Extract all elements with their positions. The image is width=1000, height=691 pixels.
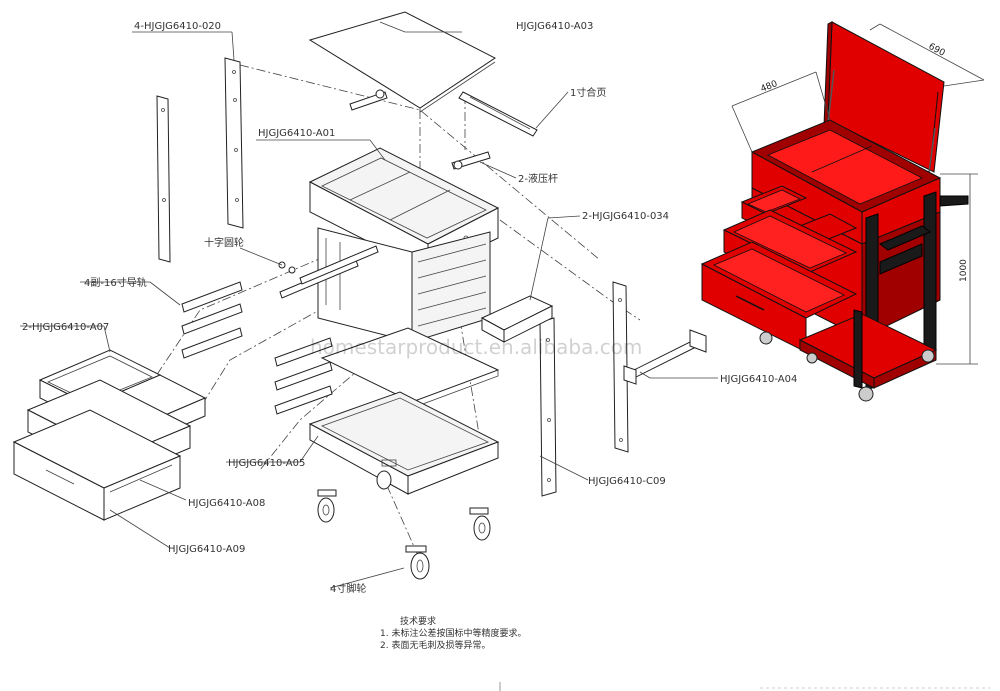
leader-lines <box>20 21 718 589</box>
bottom-tray <box>308 391 500 495</box>
label-shelf: HJGJG6410-C09 <box>588 476 666 487</box>
label-castor: 4寸脚轮 <box>330 582 366 595</box>
watermark: homestarproduct.en.alibaba.com <box>310 335 642 359</box>
left-upright-front <box>156 95 171 263</box>
hinge-strip <box>458 91 538 137</box>
label-bottom-tray: HJGJG6410-A05 <box>228 458 305 469</box>
side-tray <box>480 295 554 343</box>
bottom-marks <box>499 682 990 691</box>
castor-rear-right <box>469 507 491 541</box>
lid-panel <box>308 11 496 113</box>
dim-width: 690 <box>927 42 947 59</box>
castor-loose <box>405 545 430 580</box>
gas-strut-left <box>349 89 388 111</box>
dimension-lines: 480 690 1000 <box>731 23 985 365</box>
label-cross-wheel: 十字圆轮 <box>204 236 244 249</box>
dim-height: 1000 <box>959 259 969 282</box>
castor-front-left <box>317 489 337 523</box>
technical-notes: 技术要求 1. 未标注公差按国标中等精度要求。 2. 表面无毛刺及损等异常。 <box>380 615 526 651</box>
label-mid-drawer: HJGJG6410-A08 <box>188 498 265 509</box>
dim-depth: 480 <box>759 79 779 95</box>
label-lid: HJGJG6410-A03 <box>516 21 593 32</box>
right-upright-far <box>612 281 629 453</box>
label-gas-strut: 2-液压杆 <box>518 172 558 185</box>
label-handle: HJGJG6410-A04 <box>720 374 797 385</box>
cross-wheel-fasteners <box>239 247 296 274</box>
red-tool-cart <box>700 21 969 402</box>
gas-strut-right <box>451 151 491 170</box>
label-large-drawer: HJGJG6410-A09 <box>168 544 245 555</box>
notes-line-2: 2. 表面无毛刺及损等异常。 <box>380 639 490 651</box>
drawer-large <box>12 409 182 521</box>
label-hinge: 1寸合页 <box>570 86 606 99</box>
label-side-tray: 2-HJGJG6410-034 <box>582 211 669 222</box>
label-slides: 4副-16寸导轨 <box>84 276 147 289</box>
left-upright-rear <box>224 57 244 229</box>
notes-title: 技术要求 <box>400 615 436 627</box>
loose-slides-left <box>181 281 243 359</box>
label-top-panel: 4-HJGJG6410-020 <box>134 21 221 32</box>
label-top-box: HJGJG6410-A01 <box>258 128 335 139</box>
castor-front-right <box>376 470 392 490</box>
notes-line-1: 1. 未标注公差按国标中等精度要求。 <box>380 627 526 639</box>
body-slides <box>279 245 379 299</box>
loose-slides-right <box>274 337 333 415</box>
label-small-drawer: 2-HJGJG6410-A07 <box>22 322 109 333</box>
drawer-cabinet <box>317 227 491 343</box>
part-labels: 4-HJGJG6410-020 HJGJG6410-A03 1寸合页 HJGJG… <box>22 21 797 595</box>
push-handle <box>623 329 707 385</box>
